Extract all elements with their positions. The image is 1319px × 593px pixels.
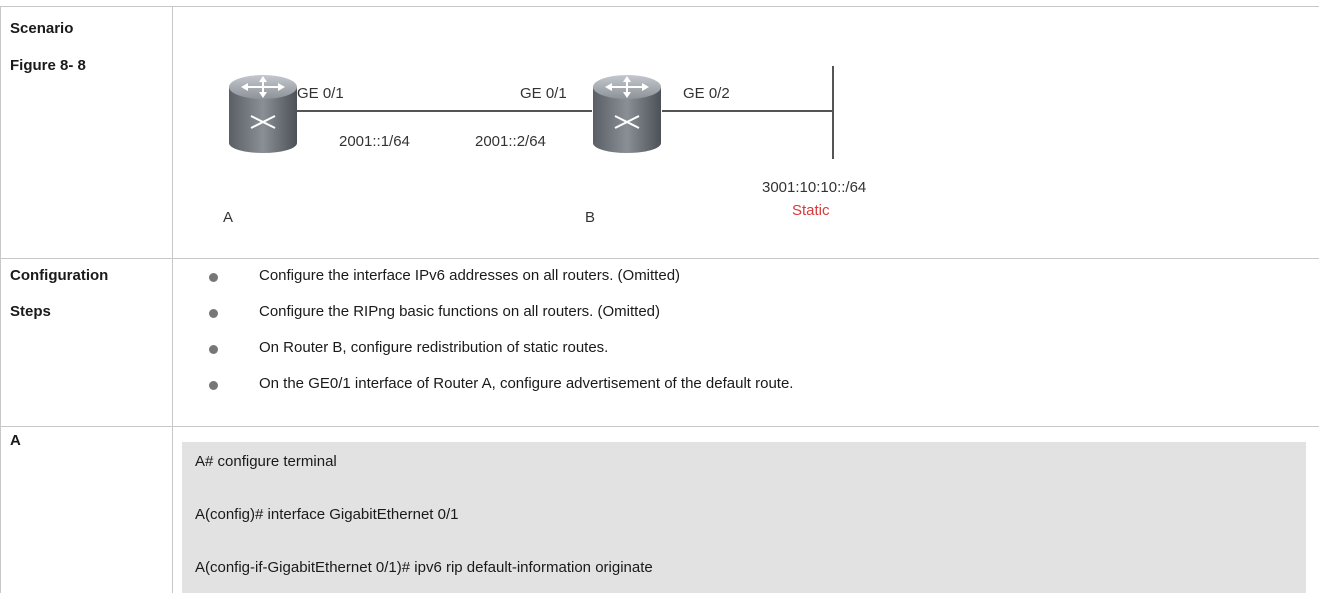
- router-a-port-label: GE 0/1: [297, 85, 344, 102]
- router-b-icon: [593, 75, 661, 153]
- router-a-content: A# configure terminal A(config)# interfa…: [173, 427, 1319, 593]
- scenario-label: Scenario: [10, 20, 74, 37]
- router-b-port-right-label: GE 0/2: [683, 85, 730, 102]
- code-line: A# configure terminal: [195, 453, 337, 470]
- list-item: Configure the interface IPv6 addresses o…: [173, 260, 1319, 296]
- steps-label: Steps: [10, 303, 51, 320]
- step-text: Configure the RIPng basic functions on a…: [259, 303, 661, 320]
- step-text: On the GE0/1 interface of Router A, conf…: [259, 375, 794, 392]
- router-a-label-cell: A: [0, 427, 173, 593]
- network-address: 3001:10:10::/64: [762, 179, 866, 196]
- router-b-address: 2001::2/64: [475, 133, 546, 150]
- router-b-name: B: [585, 209, 595, 226]
- router-a-config-row: A A# configure terminal A(config)# inter…: [0, 426, 1319, 593]
- scenario-content: GE 0/1 GE 0/1 GE 0/2 2001::1/64 2001::2/…: [173, 7, 1319, 259]
- list-item: On Router B, configure redistribution of…: [173, 332, 1319, 368]
- network-topology-diagram: GE 0/1 GE 0/1 GE 0/2 2001::1/64 2001::2/…: [223, 66, 866, 226]
- router-b-port-left-label: GE 0/1: [520, 85, 567, 102]
- router-a-address: 2001::1/64: [339, 133, 410, 150]
- router-a-label: A: [10, 432, 21, 449]
- list-item: On the GE0/1 interface of Router A, conf…: [173, 368, 1319, 404]
- bullet-icon: [209, 345, 218, 354]
- bullet-icon: [209, 381, 218, 390]
- scenario-row: Scenario Figure 8- 8: [0, 6, 1319, 259]
- code-block: A# configure terminal A(config)# interfa…: [182, 442, 1306, 593]
- bullet-icon: [209, 309, 218, 318]
- bullet-icon: [209, 273, 218, 282]
- scenario-label-cell: Scenario Figure 8- 8: [0, 7, 173, 259]
- configuration-label: Configuration: [10, 267, 109, 284]
- static-route-tag: Static: [792, 202, 830, 219]
- config-steps-row: Configuration Steps Configure the interf…: [0, 258, 1319, 427]
- step-text: On Router B, configure redistribution of…: [259, 339, 609, 356]
- router-a-icon: [229, 75, 297, 153]
- list-item: Configure the RIPng basic functions on a…: [173, 296, 1319, 332]
- config-steps-content: Configure the interface IPv6 addresses o…: [173, 259, 1319, 427]
- figure-label: Figure 8- 8: [10, 57, 86, 74]
- code-line: A(config-if-GigabitEthernet 0/1)# ipv6 r…: [195, 559, 653, 576]
- code-line: A(config)# interface GigabitEthernet 0/1: [195, 506, 459, 523]
- config-steps-label-cell: Configuration Steps: [0, 259, 173, 427]
- router-a-name: A: [223, 209, 233, 226]
- step-text: Configure the interface IPv6 addresses o…: [259, 267, 681, 284]
